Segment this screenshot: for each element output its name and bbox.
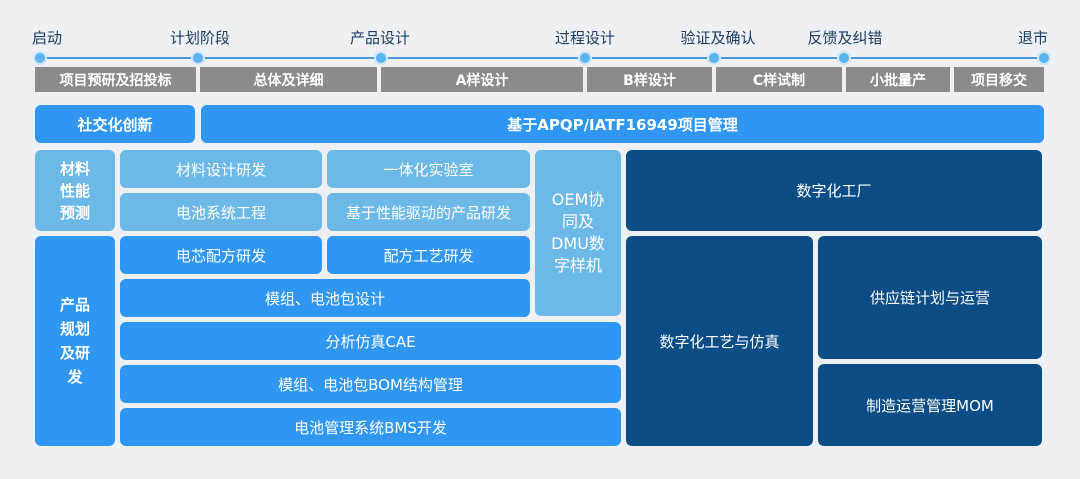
- timeline-line: [47, 57, 1044, 59]
- performance-driven-dev: 基于性能驱动的产品研发: [327, 193, 530, 231]
- milestone-product-design: 产品设计: [349, 29, 411, 47]
- apqp-project-management: 基于APQP/IATF16949项目管理: [201, 105, 1044, 143]
- battery-system-engineering: 电池系统工程: [120, 193, 322, 231]
- milestone-dot: [707, 51, 721, 65]
- bms-development: 电池管理系统BMS开发: [120, 408, 621, 446]
- integrated-lab: 一体化实验室: [327, 150, 530, 188]
- phase-preresearch: 项目预研及招投标: [35, 67, 196, 92]
- phase-a-sample: A样设计: [381, 67, 583, 92]
- phase-small-batch: 小批量产: [846, 67, 950, 92]
- phase-b-sample: B样设计: [587, 67, 712, 92]
- phase-c-sample: C样试制: [716, 67, 842, 92]
- mom: 制造运营管理MOM: [818, 364, 1042, 446]
- milestone-dot: [191, 51, 205, 65]
- material-design: 材料设计研发: [120, 150, 322, 188]
- product-label: 产品规划及研发: [35, 236, 115, 446]
- milestone-dot: [837, 51, 851, 65]
- milestone-dot: [33, 51, 47, 65]
- phase-handover: 项目移交: [954, 67, 1044, 92]
- bom-management: 模组、电池包BOM结构管理: [120, 365, 621, 403]
- milestone-validation: 验证及确认: [680, 29, 756, 47]
- cell-formula: 电芯配方研发: [120, 236, 322, 274]
- material-label: 材料性能预测: [35, 150, 115, 231]
- phase-overall-detail: 总体及详细: [200, 67, 377, 92]
- formula-process: 配方工艺研发: [327, 236, 530, 274]
- milestone-feedback: 反馈及纠错: [807, 29, 883, 47]
- cae-simulation: 分析仿真CAE: [120, 322, 621, 360]
- milestone-process-design: 过程设计: [554, 29, 616, 47]
- milestone-dot: [374, 51, 388, 65]
- digital-factory: 数字化工厂: [626, 150, 1042, 231]
- supply-chain: 供应链计划与运营: [818, 236, 1042, 359]
- module-pack-design: 模组、电池包设计: [120, 279, 530, 317]
- oem-dmu: OEM协同及DMU数字样机: [535, 150, 621, 316]
- milestone-plan: 计划阶段: [169, 29, 231, 47]
- digital-process-simulation: 数字化工艺与仿真: [626, 236, 813, 446]
- social-innovation: 社交化创新: [35, 105, 195, 143]
- milestone-start: 启动: [31, 29, 63, 47]
- milestone-dot: [1037, 51, 1051, 65]
- milestone-dot: [578, 51, 592, 65]
- milestone-retire: 退市: [1017, 29, 1049, 47]
